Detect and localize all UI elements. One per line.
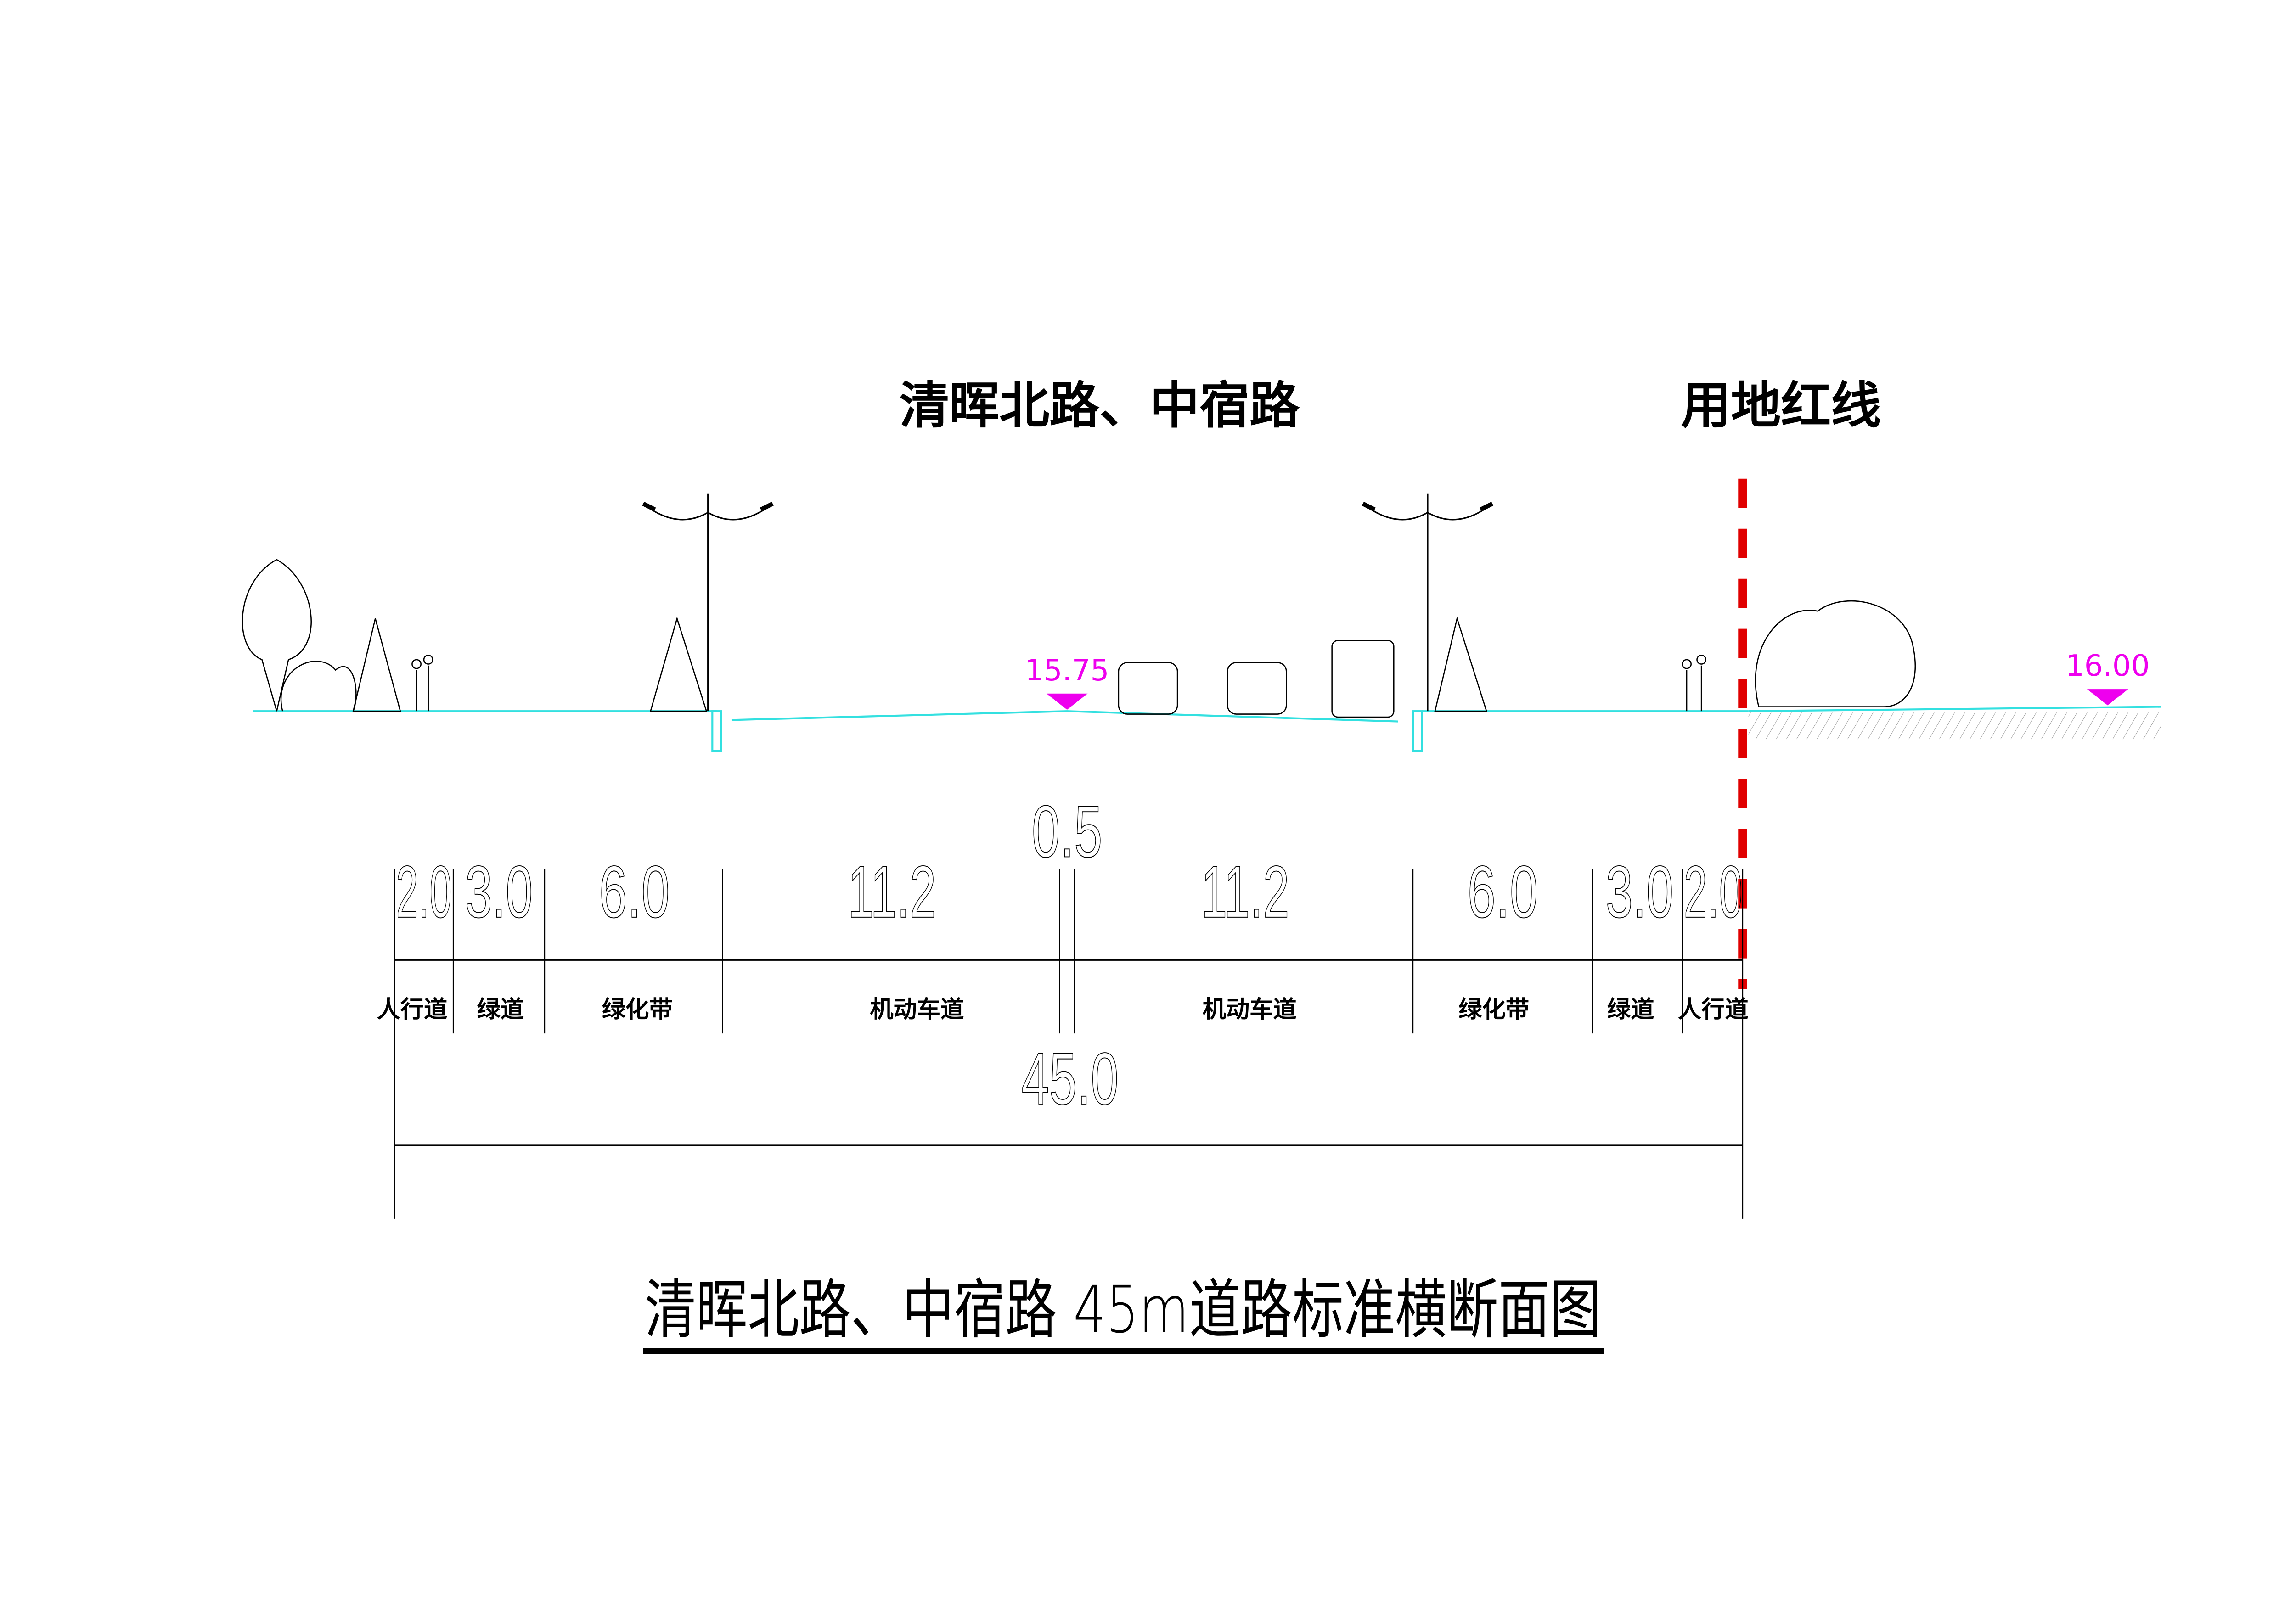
width-sidewalk-left: 2.0 [396, 851, 452, 933]
drawing-title: 清晖北路、中宿路 45m道路标准横断面图 [645, 1273, 1601, 1348]
tree-icon [242, 559, 312, 712]
conifer-tree-icon [649, 616, 708, 712]
pedestrians-icon [411, 655, 1707, 712]
label-sidewalk-right: 人行道 [1678, 996, 1749, 1023]
label-sidewalk-left: 人行道 [377, 996, 448, 1023]
width-median: 0.5 [1032, 790, 1103, 872]
elevation-marker-outside: 16.00 [2065, 649, 2150, 706]
width-sidewalk-right: 2.0 [1684, 851, 1743, 933]
shrub-tree-icon [1755, 600, 1916, 707]
car-icon [1227, 662, 1287, 715]
road-name-heading: 清晖北路、中宿路 [899, 376, 1300, 435]
conifer-tree-icon [352, 618, 401, 712]
dimension-lines [394, 869, 1744, 1219]
label-lane-left: 机动车道 [870, 996, 964, 1023]
hatched-earth [1748, 712, 2161, 740]
label-lane-right: 机动车道 [1203, 996, 1297, 1023]
red-line-heading: 用地红线 [1681, 376, 1881, 435]
label-greenbelt-right: 绿化带 [1458, 996, 1529, 1023]
car-icon [1118, 662, 1178, 715]
bus-icon [1331, 640, 1395, 718]
label-greenbelt-left: 绿化带 [602, 996, 673, 1023]
width-greenway-right: 3.0 [1606, 851, 1673, 933]
total-width: 45.0 [1021, 1038, 1119, 1120]
width-greenbelt-left: 6.0 [599, 851, 670, 933]
label-greenway-right: 绿道 [1607, 996, 1654, 1023]
svg-text:15.75: 15.75 [1025, 654, 1109, 688]
ground-profile [253, 706, 2161, 752]
street-lamp-icon [642, 493, 774, 712]
svg-text:16.00: 16.00 [2065, 649, 2150, 683]
width-greenway-left: 3.0 [465, 851, 533, 933]
conifer-tree-icon [1434, 616, 1487, 712]
width-greenbelt-right: 6.0 [1468, 851, 1538, 933]
label-greenway-left: 绿道 [477, 996, 524, 1023]
width-lane-right: 11.2 [1201, 851, 1289, 933]
street-lamp-icon [1362, 493, 1494, 712]
bush-icon [280, 661, 357, 712]
elevation-marker-center: 15.75 [1025, 654, 1109, 710]
width-lane-left: 11.2 [848, 851, 936, 933]
